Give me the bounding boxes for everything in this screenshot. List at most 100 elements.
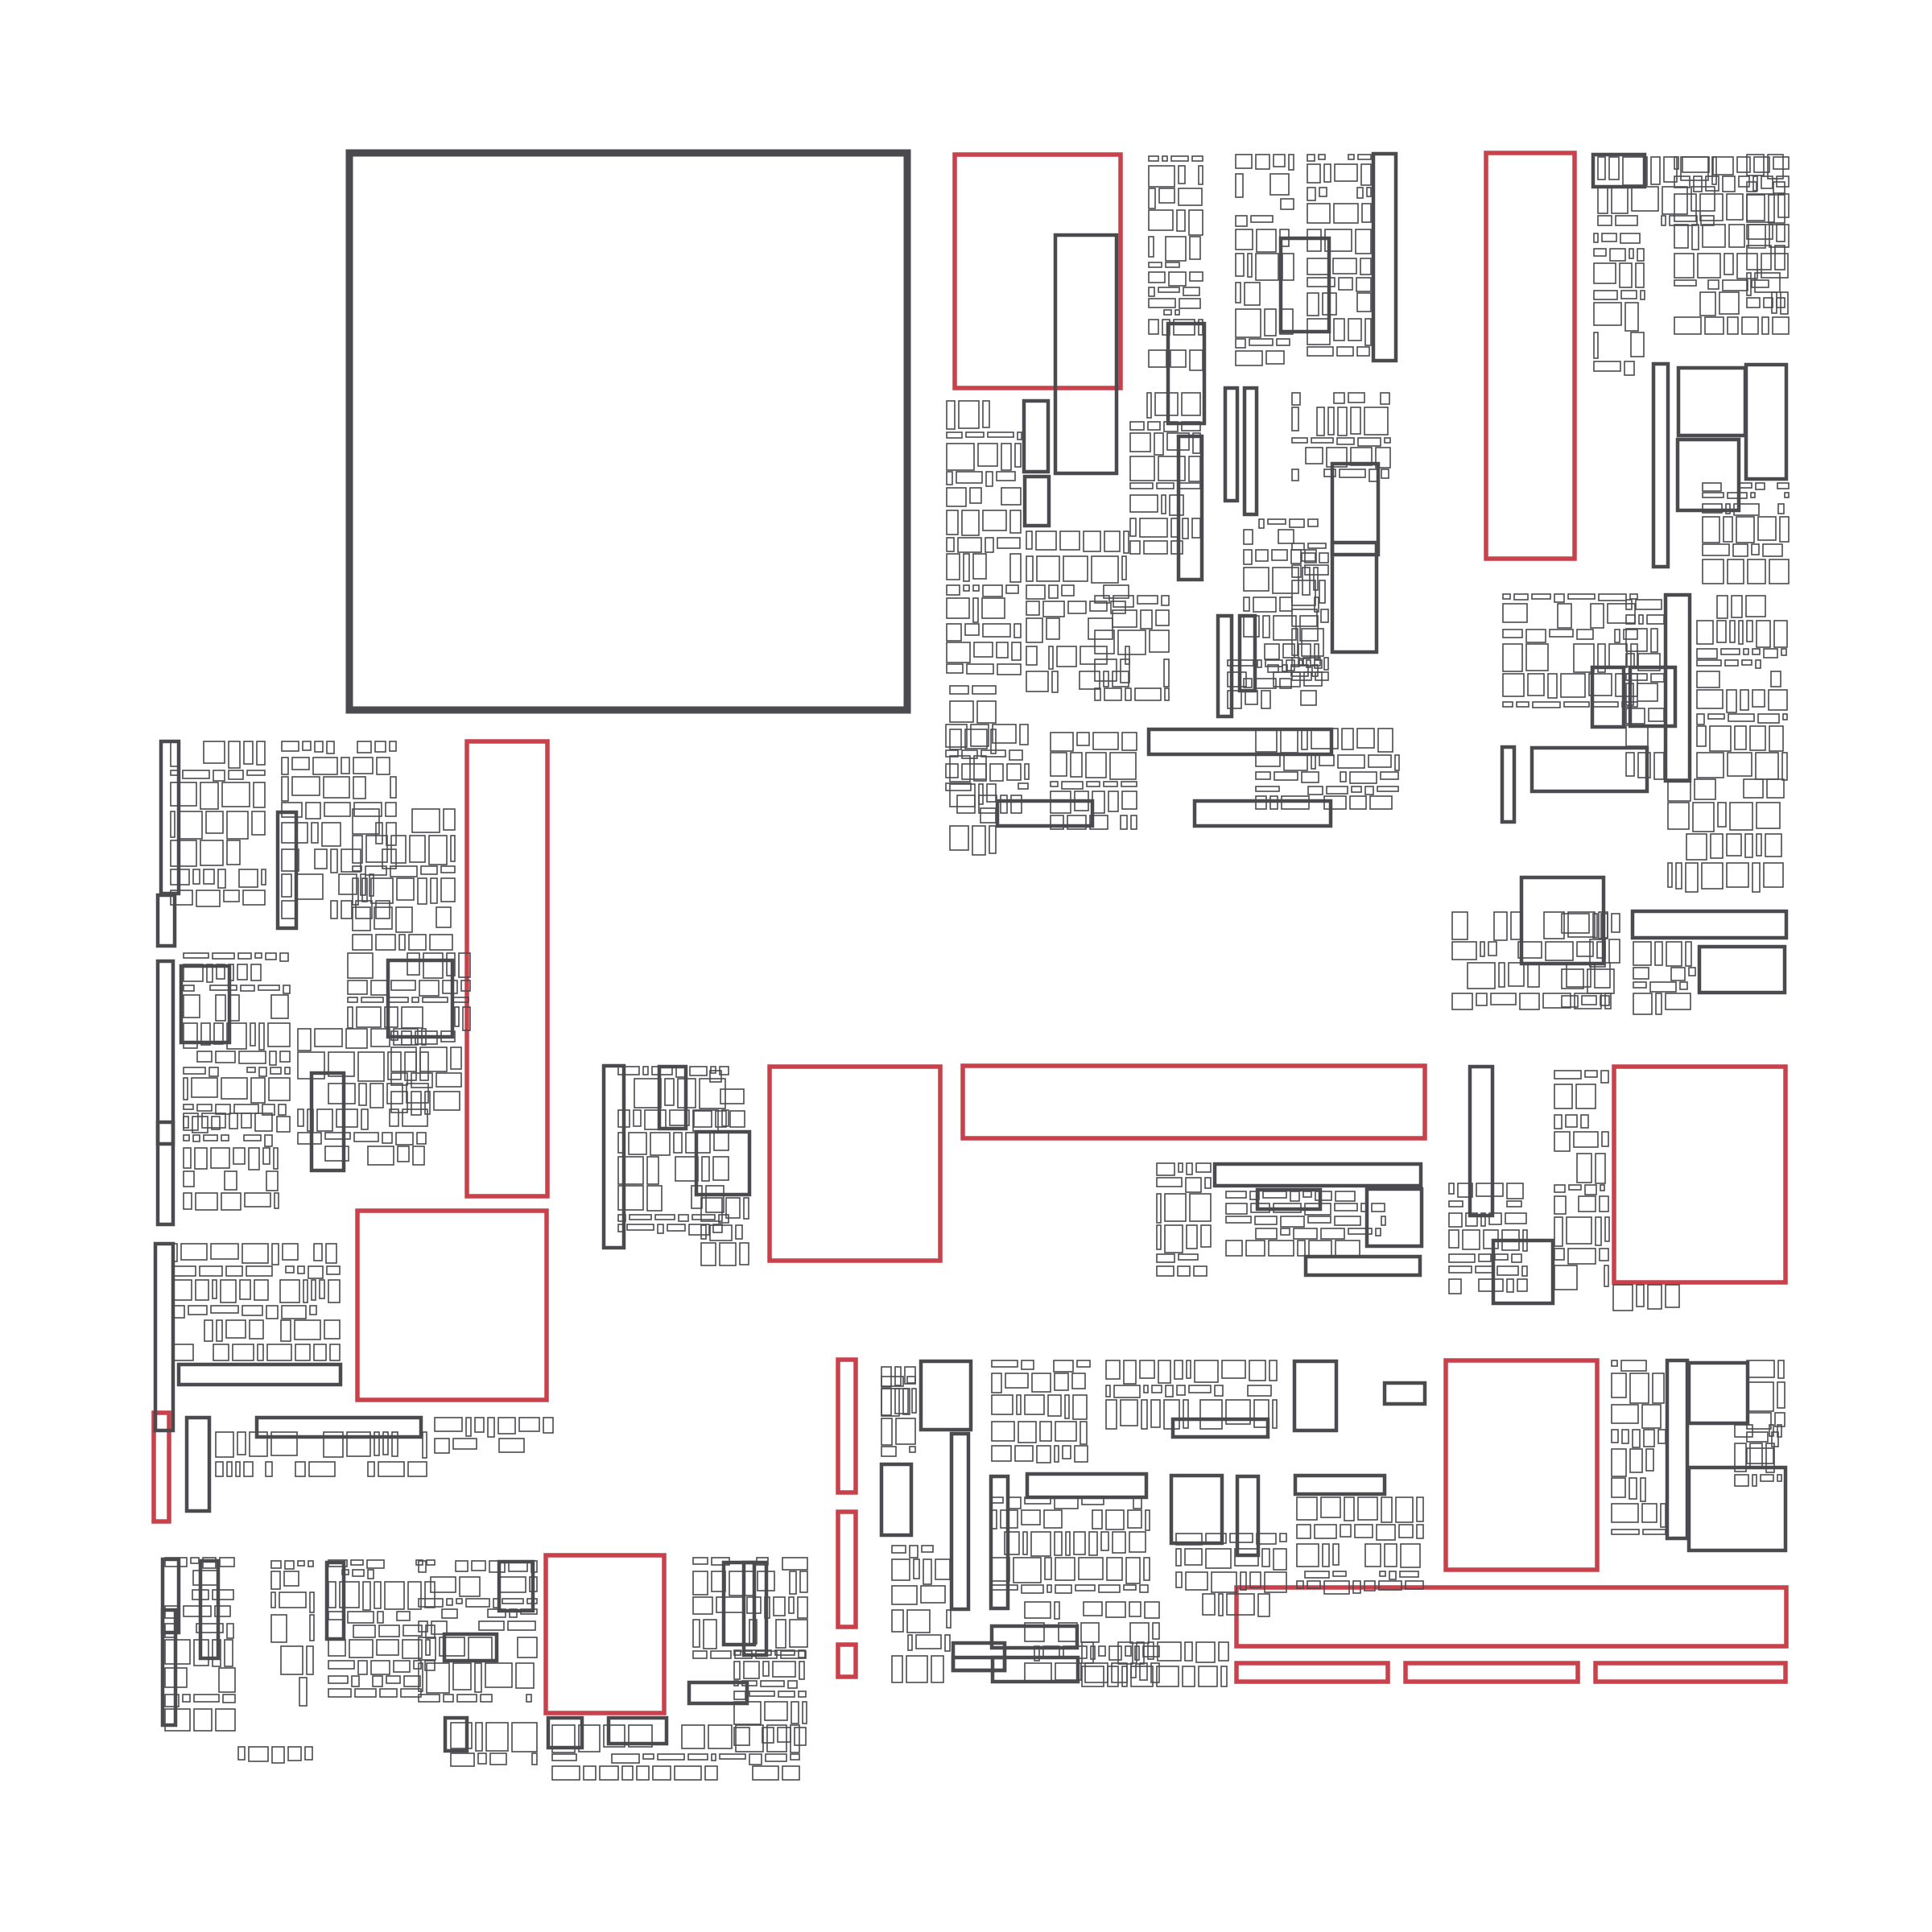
- detail-rect-890: [1174, 1360, 1183, 1380]
- detail-rect-30: [1162, 319, 1170, 336]
- detail-rect-391: [1255, 786, 1280, 792]
- detail-rect-1620: [711, 1557, 730, 1566]
- detail-rect-858: [1506, 1278, 1514, 1293]
- detail-rect-58: [1249, 338, 1274, 346]
- detail-rect-1323: [367, 1146, 394, 1166]
- detail-rect-1586: [450, 1752, 475, 1767]
- detail-rect-1453: [498, 1438, 525, 1453]
- detail-rect-758: [1156, 1224, 1162, 1250]
- block-rect-66: [198, 1558, 221, 1661]
- detail-rect-603: [1768, 689, 1788, 711]
- detail-rect-1301: [387, 1051, 402, 1080]
- detail-rect-280: [1368, 469, 1378, 482]
- detail-rect-132: [977, 443, 998, 467]
- detail-rect-176: [1083, 530, 1101, 552]
- detail-rect-102: [1181, 421, 1201, 431]
- detail-rect-5: [1148, 165, 1175, 188]
- detail-rect-653: [1467, 962, 1496, 989]
- detail-rect-455: [1682, 156, 1710, 173]
- detail-rect-560: [1625, 614, 1636, 625]
- detail-rect-613: [1769, 725, 1784, 752]
- detail-rect-1096: [902, 1388, 910, 1415]
- detail-rect-319: [1089, 815, 1108, 830]
- detail-rect-661: [1490, 993, 1517, 1005]
- detail-rect-1494: [270, 1614, 287, 1643]
- detail-rect-1491: [270, 1591, 276, 1608]
- detail-rect-946: [1143, 1557, 1150, 1581]
- block-rect-39: [919, 1359, 973, 1432]
- detail-rect-848: [1448, 1253, 1476, 1263]
- detail-rect-1575: [485, 1662, 513, 1688]
- detail-rect-517: [1751, 543, 1760, 555]
- detail-rect-278: [1323, 469, 1336, 477]
- detail-rect-883: [1054, 1445, 1059, 1463]
- block-rect-32: [694, 1129, 752, 1197]
- detail-rect-472: [1777, 193, 1790, 218]
- detail-rect-1217: [395, 906, 413, 933]
- detail-rect-1636: [692, 1619, 700, 1648]
- detail-rect-1169: [281, 802, 303, 818]
- detail-rect-878: [1055, 1421, 1077, 1442]
- detail-rect-1082: [1746, 1447, 1774, 1464]
- detail-rect-328: [1314, 659, 1323, 669]
- detail-rect-836: [1448, 1200, 1463, 1208]
- detail-rect-104: [1154, 432, 1164, 456]
- detail-rect-1561: [509, 1608, 518, 1618]
- detail-rect-171: [966, 663, 994, 675]
- detail-rect-1105: [913, 1558, 920, 1579]
- detail-rect-514: [1779, 516, 1790, 543]
- detail-rect-1508: [339, 1581, 360, 1608]
- detail-rect-19: [1148, 271, 1166, 283]
- detail-rect-1399: [311, 1279, 316, 1301]
- detail-rect-321: [1130, 815, 1137, 830]
- detail-rect-1078: [1746, 1412, 1772, 1430]
- detail-rect-1139: [200, 840, 224, 866]
- detail-rect-1281: [268, 1077, 291, 1101]
- detail-rect-168: [996, 642, 1009, 658]
- detail-rect-1498: [299, 1677, 308, 1707]
- detail-rect-1417: [213, 1344, 229, 1361]
- block-rect-33: [1212, 1162, 1423, 1188]
- detail-rect-1147: [170, 890, 193, 906]
- detail-rect-1473: [164, 1694, 180, 1707]
- detail-rect-1659: [733, 1690, 746, 1700]
- block-rect-76: [687, 1680, 749, 1706]
- detail-rect-47: [1279, 229, 1290, 247]
- detail-rect-1074: [1746, 1360, 1775, 1378]
- detail-rect-1: [1148, 155, 1159, 162]
- detail-rect-627: [1686, 833, 1707, 861]
- detail-rect-691: [642, 1066, 649, 1075]
- detail-rect-1267: [215, 1051, 236, 1063]
- detail-rect-568: [1650, 673, 1665, 683]
- detail-rect-715: [675, 1156, 699, 1182]
- detail-rect-226: [1289, 518, 1305, 528]
- detail-rect-1106: [923, 1558, 932, 1585]
- detail-rect-1572: [426, 1662, 450, 1694]
- detail-rect-1048: [1182, 1666, 1195, 1687]
- detail-rect-1509: [362, 1581, 371, 1611]
- detail-rect-539: [1623, 629, 1638, 640]
- detail-rect-1000: [1399, 1571, 1419, 1578]
- detail-rect-658: [1594, 962, 1611, 989]
- detail-rect-198: [1056, 646, 1077, 667]
- detail-rect-1648: [774, 1649, 795, 1656]
- block-rect-24: [1500, 745, 1517, 824]
- detail-rect-844: [1462, 1229, 1480, 1250]
- detail-rect-1377: [210, 1243, 239, 1260]
- highlight-rect-12: [1443, 1358, 1600, 1572]
- detail-rect-271: [1357, 437, 1381, 447]
- detail-rect-1180: [314, 848, 328, 869]
- detail-rect-802: [1554, 1084, 1573, 1109]
- detail-rect-640: [1451, 911, 1468, 940]
- detail-rect-77: [1307, 229, 1322, 252]
- detail-rect-778: [1334, 1203, 1358, 1212]
- detail-rect-510: [1702, 516, 1720, 543]
- detail-rect-75: [1333, 203, 1359, 224]
- detail-rect-777: [1304, 1203, 1331, 1216]
- detail-rect-967: [1185, 1571, 1208, 1591]
- detail-rect-451: [1661, 215, 1666, 226]
- detail-rect-763: [1178, 1253, 1199, 1261]
- detail-rect-786: [1381, 1216, 1386, 1226]
- detail-rect-108: [1158, 456, 1186, 481]
- detail-rect-901: [1176, 1385, 1186, 1396]
